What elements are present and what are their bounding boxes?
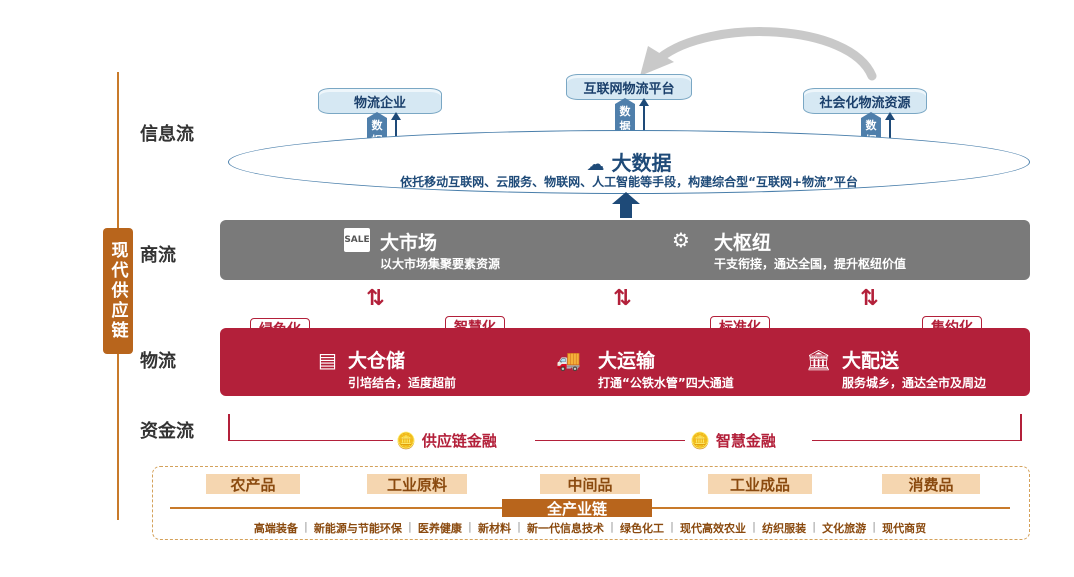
supply-chain-finance-label: 供应链金融 [421, 432, 497, 450]
coins-icon: 🪙 [396, 431, 416, 450]
cloud-icon: ☁ [586, 154, 605, 175]
capital-line-right [812, 440, 1022, 441]
industry-item: 文化旅游 [822, 522, 867, 535]
updown-arrow-icon: ⇅ [366, 286, 385, 311]
industry-item: 新能源与节能环保 [313, 522, 402, 535]
full-chain-label: 全产业链 [502, 499, 652, 518]
bigdata-title: ☁ 大数据 [229, 147, 1029, 176]
industry-item: 绿色化工 [620, 522, 665, 535]
row-label-info: 信息流 [140, 124, 194, 145]
up-arrow-icon [612, 192, 640, 218]
capital-line-mid [535, 440, 685, 441]
warehouse-title: 大仓储 [348, 350, 406, 372]
capital-bracket-left [228, 414, 230, 440]
industry-chain-box [152, 466, 1030, 540]
bigdata-title-text: 大数据 [611, 151, 672, 175]
market-subtitle: 以大市场集聚要素资源 [380, 257, 501, 271]
transport-subtitle: 打通“公铁水管”四大通道 [598, 376, 734, 390]
warehouse-icon: ▤ [318, 348, 337, 372]
warehouse-subtitle: 引培结合，适度超前 [348, 376, 457, 390]
market-title: 大市场 [380, 232, 438, 254]
industry-item: 高端装备 [253, 522, 298, 535]
delivery-center-icon: 🏛 [806, 348, 832, 372]
capital-bracket-right [1020, 414, 1022, 440]
source-social-resources: 社会化物流资源 [803, 88, 927, 114]
updown-arrow-icon: ⇅ [613, 286, 632, 311]
smart-finance: 🪙 智慧金融 [690, 430, 776, 451]
commerce-band: SALE 大市场 以大市场集聚要素资源 ⚙ 大枢纽 干支衔接，通达全国，提升枢纽… [220, 220, 1030, 280]
delivery-title: 大配送 [842, 350, 900, 372]
bigdata-subtitle: 依托移动互联网、云服务、物联网、人工智能等手段，构建综合型“互联网+物流”平台 [400, 175, 858, 189]
hub-icon: ⚙ [672, 228, 690, 252]
updown-arrow-icon: ⇅ [860, 286, 879, 311]
industry-item: 现代高效农业 [680, 522, 747, 535]
product-intermediate: 中间品 [540, 474, 640, 494]
truck-icon: 🚚 [556, 348, 581, 372]
product-consumer: 消费品 [882, 474, 980, 494]
transport-title: 大运输 [598, 350, 656, 372]
industry-item: 新一代信息技术 [526, 522, 604, 535]
source-internet-platform: 互联网物流平台 [566, 74, 692, 100]
source-logistics-enterprise: 物流企业 [318, 88, 442, 114]
industry-list: 高端装备| 新能源与节能环保| 医养健康| 新材料| 新一代信息技术| 绿色化工… [253, 520, 927, 535]
product-agri: 农产品 [206, 474, 300, 494]
product-raw: 工业原料 [367, 474, 467, 494]
row-label-logistics: 物流 [140, 351, 176, 372]
product-finished: 工业成品 [708, 474, 812, 494]
bigdata-platform: ☁ 大数据 依托移动互联网、云服务、物联网、人工智能等手段，构建综合型“互联网+… [228, 130, 1030, 194]
cycle-arrow-icon [640, 27, 877, 81]
row-label-commerce: 商流 [140, 245, 176, 266]
hub-title: 大枢纽 [714, 232, 772, 254]
supply-chain-finance: 🪙 供应链金融 [396, 430, 497, 451]
delivery-subtitle: 服务城乡，通达全市及周边 [842, 376, 987, 390]
supply-chain-badge: 现代供应链 [103, 228, 133, 354]
data-label: 数据 [619, 105, 631, 133]
hub-subtitle: 干支衔接，通达全国，提升枢纽价值 [714, 257, 907, 271]
industry-item: 医养健康 [417, 522, 462, 535]
industry-item: 纺织服装 [762, 522, 807, 535]
sale-icon: SALE [344, 228, 370, 252]
coins-icon: 🪙 [690, 431, 710, 450]
capital-line-left [228, 440, 393, 441]
smart-finance-label: 智慧金融 [715, 432, 776, 450]
industry-item: 现代商贸 [882, 522, 927, 535]
row-label-capital: 资金流 [140, 421, 194, 442]
logistics-band: ▤ 大仓储 引培结合，适度超前 🚚 大运输 打通“公铁水管”四大通道 🏛 大配送… [220, 328, 1030, 396]
industry-item: 新材料 [477, 522, 511, 535]
